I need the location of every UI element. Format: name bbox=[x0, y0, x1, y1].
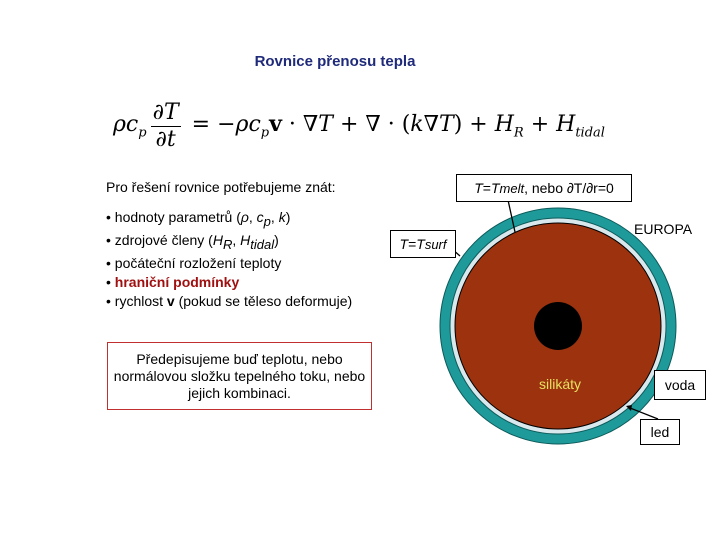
label-water: voda bbox=[654, 370, 706, 400]
boundary-condition-note: Předepisujeme buď teplotu, nebo normálov… bbox=[107, 342, 372, 410]
list-item: • rychlost v (pokud se těleso deformuje) bbox=[106, 292, 353, 309]
label-silicates: silikáty bbox=[539, 376, 582, 392]
label-europa: EUROPA bbox=[634, 221, 693, 237]
arrow-led bbox=[629, 407, 659, 420]
requirements-list: • hodnoty parametrů (ρ, cp, k) • zdrojov… bbox=[106, 208, 352, 311]
core bbox=[534, 302, 582, 350]
arrowhead-led bbox=[626, 405, 632, 411]
list-item: • hodnoty parametrů (ρ, cp, k) bbox=[106, 209, 291, 229]
label-ice: led bbox=[640, 419, 680, 445]
list-item: • hraniční podmínky bbox=[106, 273, 240, 290]
arrow-tmelt bbox=[507, 199, 516, 233]
page-title: Rovnice přenosu tepla bbox=[254, 53, 416, 70]
list-item: • zdrojové členy (HR, Htidal) bbox=[106, 231, 279, 252]
heat-equation: ρcp ∂T∂t = −ρcpv · ∇T + ∇ · (k∇T) + HR +… bbox=[113, 99, 605, 152]
intro-text: Pro řešení rovnice potřebujeme znát: bbox=[106, 179, 336, 195]
highlight-boundary-conditions: hraniční podmínky bbox=[114, 273, 240, 290]
list-item: • počáteční rozložení teploty bbox=[106, 254, 282, 271]
